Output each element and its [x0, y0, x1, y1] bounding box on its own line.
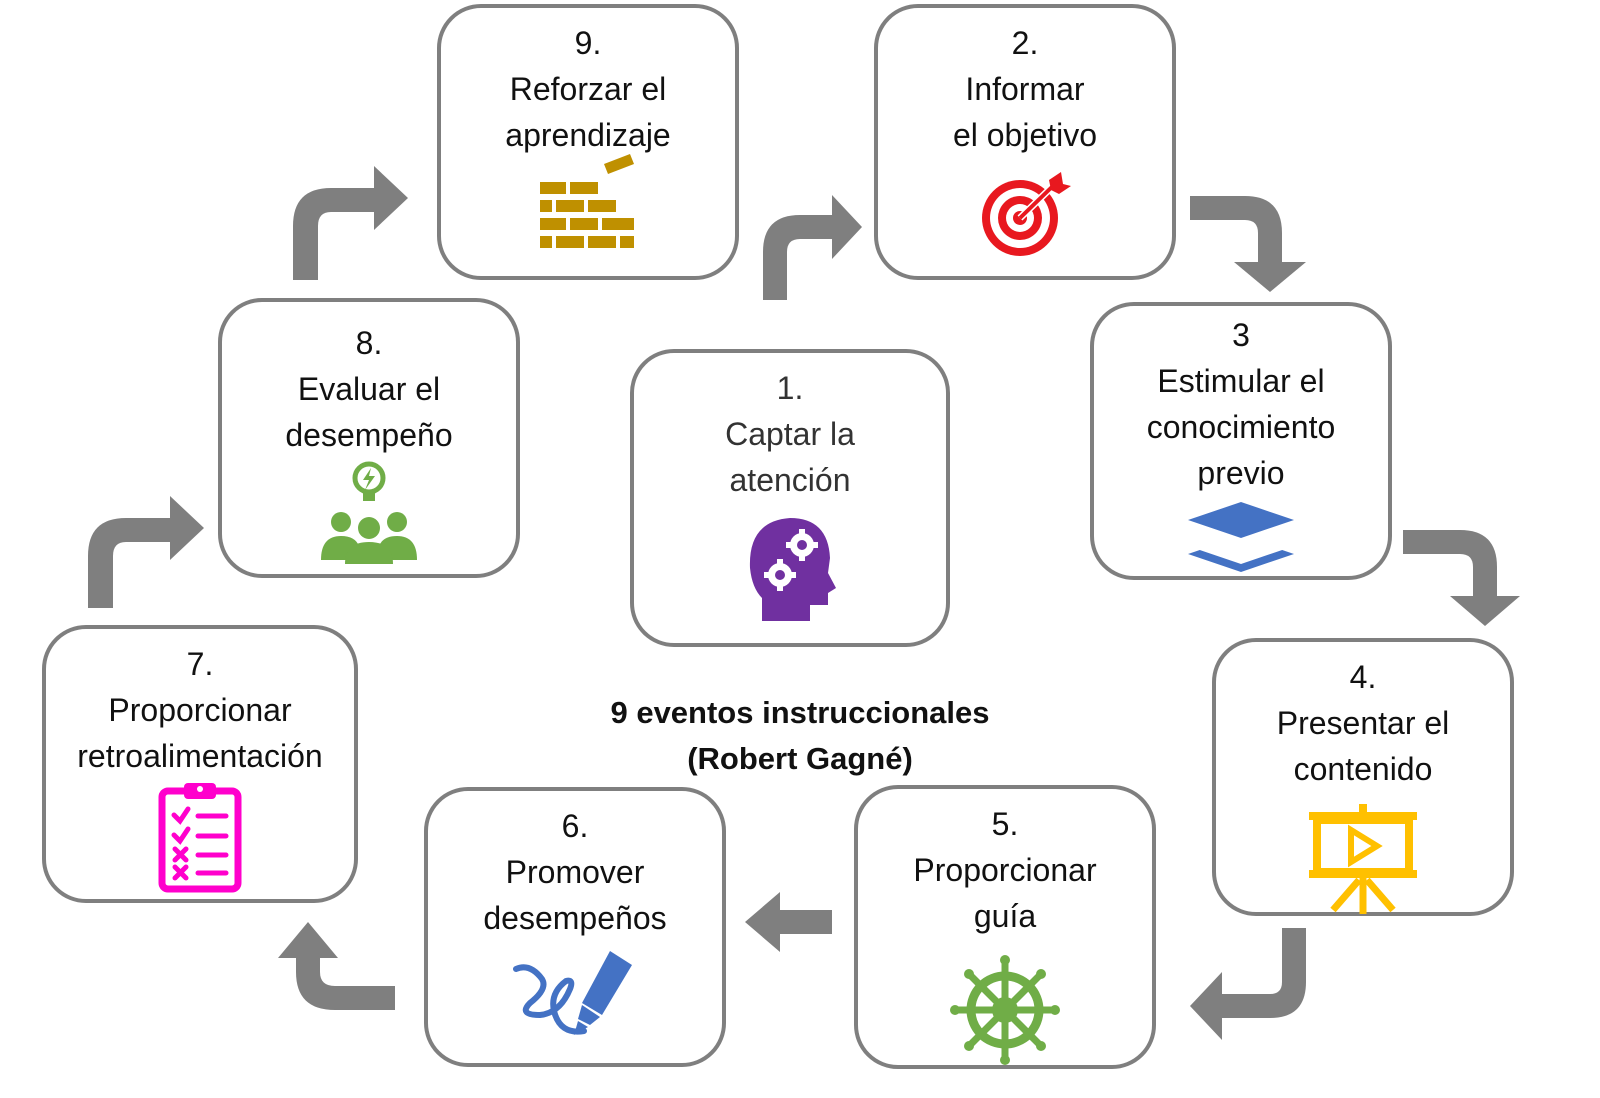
arrow-5-to-6	[745, 892, 832, 952]
step-5-box: 5. Proporcionar guía	[854, 785, 1156, 1069]
step-number: 6.	[561, 808, 589, 844]
step-7-box: 7. Proporcionar retroalimentación	[42, 625, 358, 903]
step-label-line2: retroalimentación	[77, 738, 323, 774]
presentation-icon	[1309, 804, 1417, 914]
step-4-box: 4. Presentar el contenido	[1212, 638, 1514, 916]
step-label-line2: aprendizaje	[505, 117, 671, 153]
step-6-box: 6. Promover desempeños	[424, 787, 726, 1067]
step-number: 1.	[776, 370, 804, 406]
step-number: 3	[1232, 317, 1250, 353]
arrow-3-to-4	[1403, 530, 1520, 626]
team-idea-icon	[321, 461, 417, 564]
step-label-line1: Proporcionar	[108, 692, 292, 728]
step-9-box: 9. Reforzar el aprendizaje	[437, 4, 739, 280]
step-label-line2: contenido	[1293, 751, 1433, 787]
step-2-box: 2. Informar el objetivo	[874, 4, 1176, 280]
step-label-line1: Presentar el	[1276, 705, 1450, 741]
step-label-line2: el objetivo	[952, 117, 1098, 153]
step-number: 7.	[186, 646, 214, 682]
step-number: 4.	[1349, 659, 1377, 695]
step-number: 2.	[1011, 25, 1039, 61]
step-1-box: 1. Captar la atención	[630, 349, 950, 647]
step-label-line2: desempeños	[483, 900, 667, 936]
step-label-line1: Informar	[965, 71, 1085, 107]
step-3-box: 3 Estimular el conocimiento previo	[1090, 302, 1392, 580]
step-label-line2: desempeño	[285, 417, 453, 453]
step-label-line1: Promover	[505, 854, 645, 890]
arrow-6-to-7	[278, 922, 395, 1010]
step-label-line1: Estimular el	[1157, 363, 1325, 399]
step-label-line3: previo	[1197, 455, 1285, 491]
step-number: 9.	[574, 25, 602, 61]
step-label-line1: Captar la	[725, 416, 855, 452]
step-label-line1: Evaluar el	[297, 371, 441, 407]
arrow-7-to-8	[88, 496, 204, 608]
clipboard-checklist-icon	[158, 783, 242, 893]
step-label-line2: guía	[973, 898, 1037, 934]
step-number: 5.	[991, 806, 1019, 842]
step-label-line2: atención	[729, 462, 851, 498]
marker-icon	[513, 951, 632, 1035]
diagram-title-line2: (Robert Gagné)	[687, 741, 913, 776]
step-label-line2: conocimiento	[1146, 409, 1336, 445]
diagram-title-line1: 9 eventos instruccionales	[610, 695, 990, 730]
arrow-1-to-2	[763, 195, 862, 300]
ship-wheel-icon	[950, 955, 1060, 1065]
step-number: 8.	[355, 325, 383, 361]
diagram-title: 9 eventos instruccionales (Robert Gagné)	[540, 690, 1060, 782]
step-label-line1: Proporcionar	[913, 852, 1097, 888]
target-icon	[982, 172, 1071, 256]
head-gears-icon	[749, 518, 836, 621]
brick-wall-icon	[540, 154, 634, 248]
arrow-4-to-5	[1190, 928, 1306, 1040]
layers-icon	[1188, 502, 1294, 572]
arrow-2-to-3	[1190, 196, 1306, 292]
arrow-8-to-9	[293, 166, 408, 280]
step-label-line1: Reforzar el	[509, 71, 667, 107]
step-8-box: 8. Evaluar el desempeño	[218, 298, 520, 578]
